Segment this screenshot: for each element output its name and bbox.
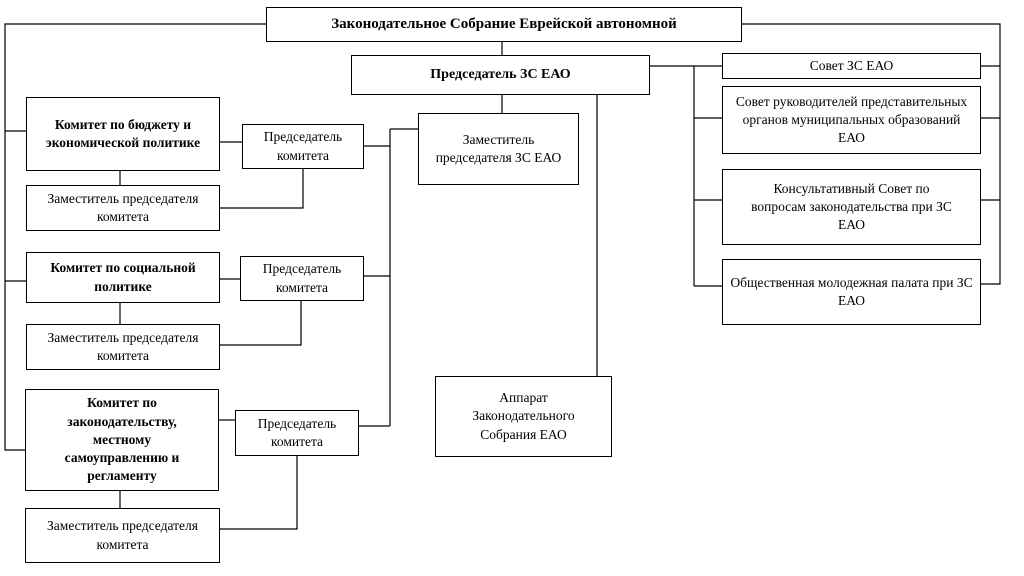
- youth-chamber-box: Общественная молодежная палата при ЗС ЕА…: [722, 259, 981, 325]
- chairman-box: Председатель ЗС ЕАО: [351, 55, 650, 95]
- committee-law-chair-box: Председатель комитета: [235, 410, 359, 456]
- committee-law-deputy-box: Заместитель председателя комитета: [25, 508, 220, 563]
- connector-law-chair-deputy: [220, 456, 298, 530]
- committee-budget-chair-box: Председатель комитета: [242, 124, 364, 169]
- connector-budget-chair-deputy: [220, 169, 304, 209]
- council-heads-box: Совет руководителей представительных орг…: [722, 86, 981, 154]
- committee-law-box: Комитет по законодательству, местному са…: [25, 389, 219, 491]
- connector-right-bus: [741, 23, 1001, 285]
- committee-social-deputy-box: Заместитель председателя комитета: [26, 324, 220, 370]
- committee-budget-deputy-box: Заместитель председателя комитета: [26, 185, 220, 231]
- committee-budget-box: Комитет по бюджету и экономической полит…: [26, 97, 220, 171]
- council-zs-box: Совет ЗС ЕАО: [722, 53, 981, 79]
- apparatus-box: Аппарат Законодательного Собрания ЕАО: [435, 376, 612, 457]
- committee-social-chair-box: Председатель комитета: [240, 256, 364, 301]
- committee-social-box: Комитет по социальной политике: [26, 252, 220, 303]
- connector-left-bus: [4, 23, 266, 451]
- deputy-chairman-box: Заместитель председателя ЗС ЕАО: [418, 113, 579, 185]
- legislature-box: Законодательное Собрание Еврейской автон…: [266, 7, 742, 42]
- consultative-council-box: Консультативный Совет по вопросам законо…: [722, 169, 981, 245]
- connector-social-chair-deputy: [220, 301, 302, 346]
